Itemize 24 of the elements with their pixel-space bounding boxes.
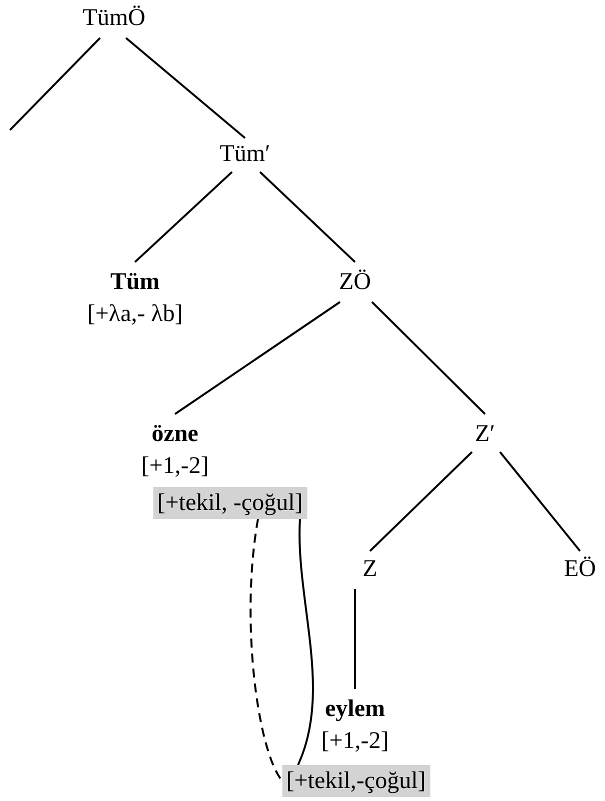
- word-label: özne: [150, 420, 200, 449]
- tree-branch: [9, 37, 101, 131]
- tree-branch: [125, 37, 246, 139]
- feature-label: [+tekil, -çoğul]: [153, 487, 307, 519]
- node-label: Tüm′: [220, 138, 270, 170]
- tree-branch: [499, 451, 581, 552]
- word-label: Tüm: [109, 268, 161, 297]
- feature-label: [+1,-2]: [141, 452, 209, 481]
- node-label: TümÖ: [82, 2, 146, 34]
- feature-label: [+1,-2]: [321, 727, 389, 756]
- tree-branch: [369, 451, 473, 552]
- word-label: eylem: [324, 695, 386, 724]
- tree-branch: [174, 301, 341, 415]
- tree-branch: [134, 171, 233, 263]
- tree-branch: [371, 301, 486, 415]
- node-label: Z′: [475, 418, 495, 450]
- node-label: EÖ: [564, 553, 596, 585]
- feature-label: [+tekil,-çoğul]: [282, 765, 430, 797]
- node-label: ZÖ: [339, 266, 371, 298]
- agreement-line: [297, 518, 314, 766]
- tree-branch: [354, 589, 356, 689]
- feature-label: [+λa,- λb]: [87, 300, 183, 329]
- tree-branch: [259, 171, 356, 263]
- node-label: Z: [362, 553, 378, 585]
